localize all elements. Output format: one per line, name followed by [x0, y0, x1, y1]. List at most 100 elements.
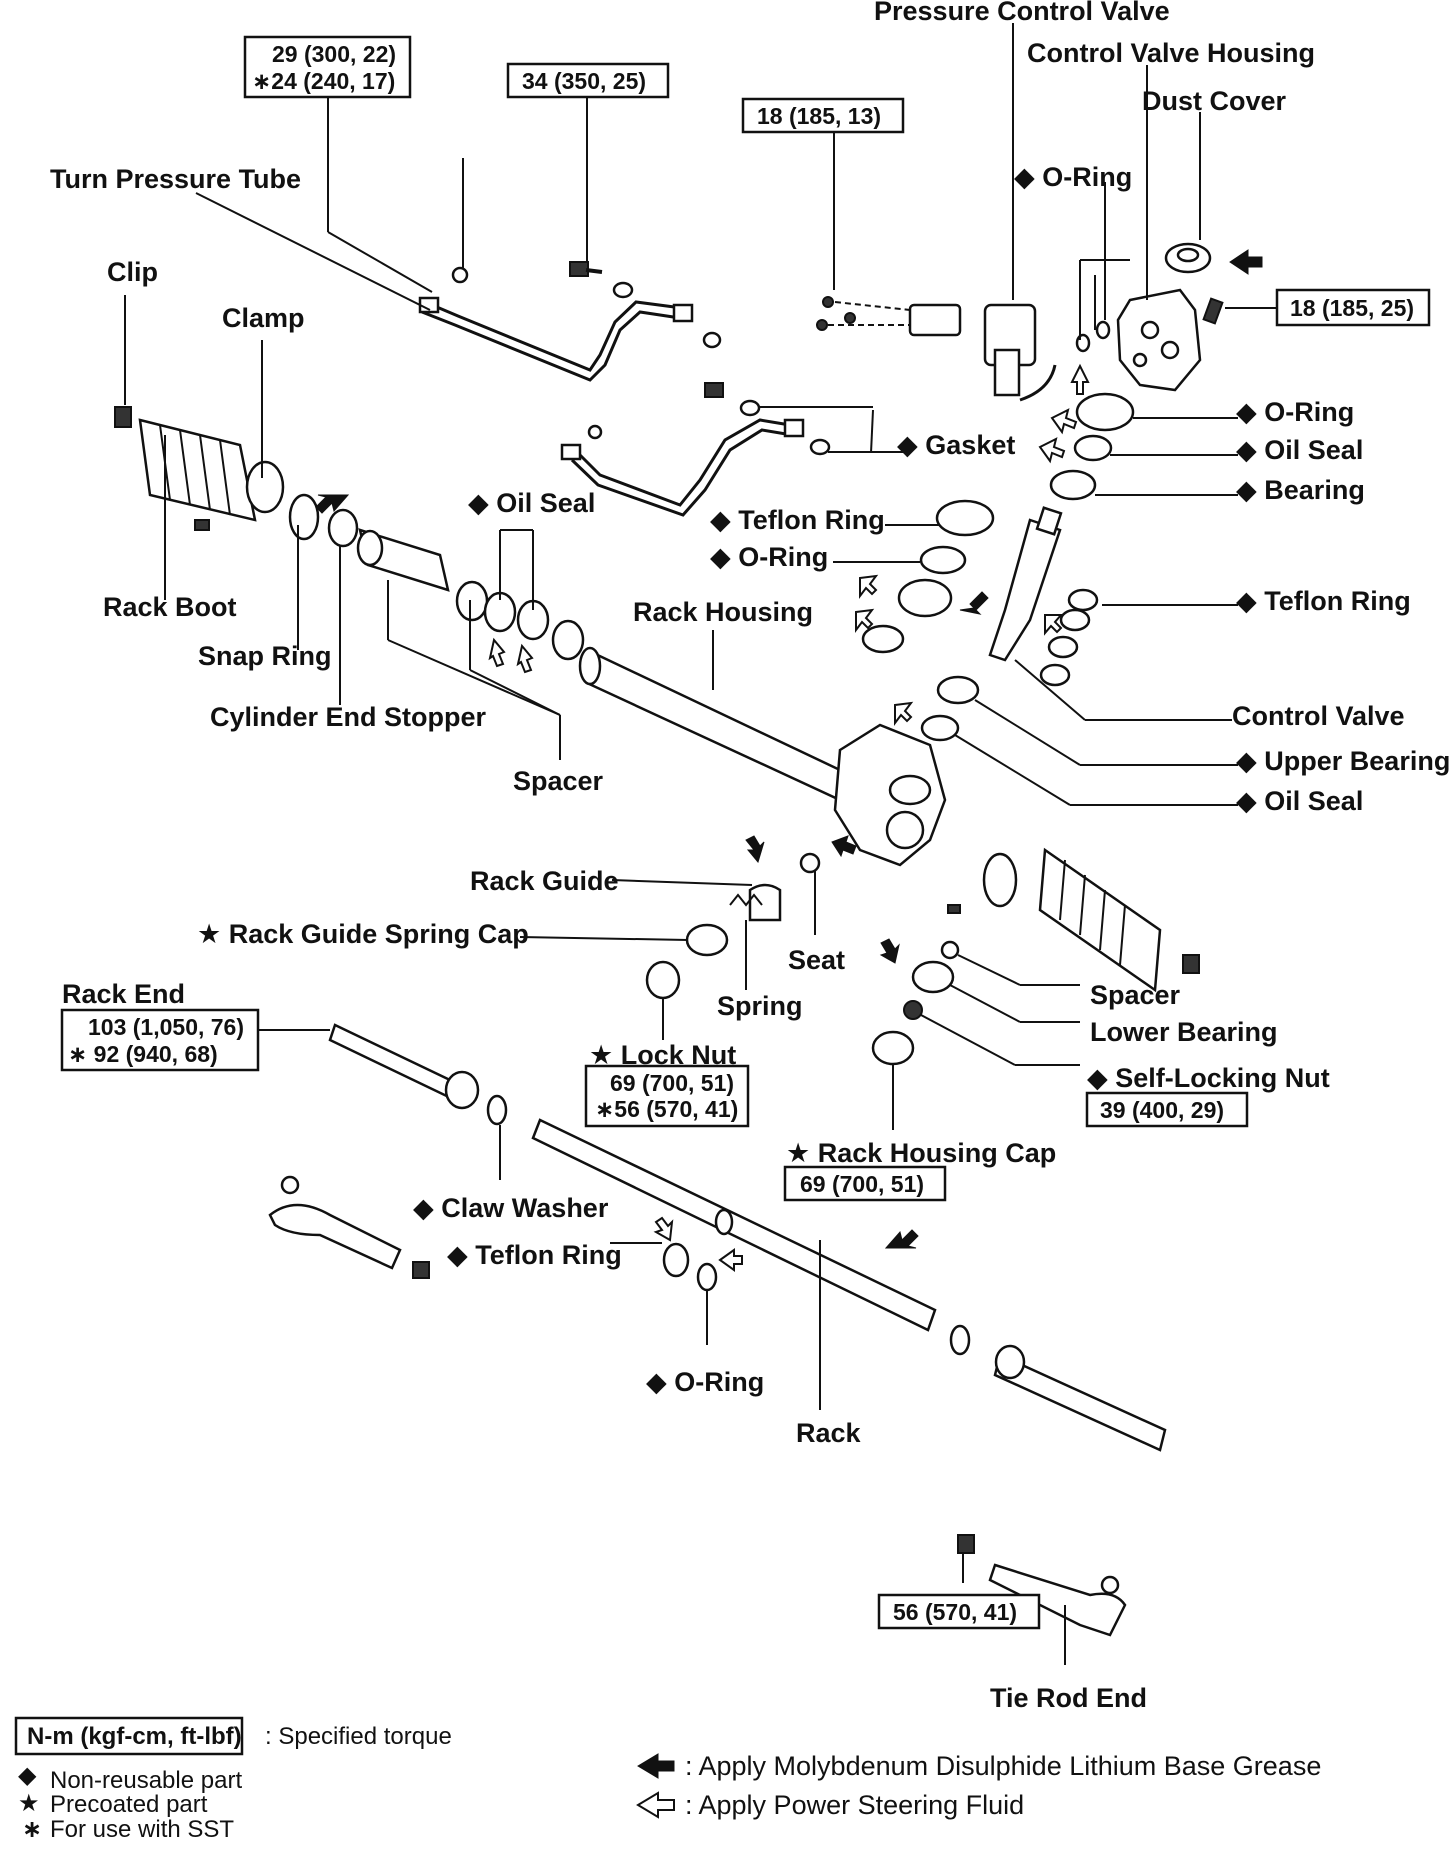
label-self-locking-nut: ◆ Self-Locking Nut [1087, 1063, 1330, 1093]
label-spring: Spring [717, 991, 803, 1021]
label-cylinder-end-stopper: Cylinder End Stopper [210, 702, 487, 732]
label-seat: Seat [788, 945, 845, 975]
label-upper-bearing: ◆ Upper Bearing [1236, 746, 1450, 776]
label-oil-seal-left: ◆ Oil Seal [468, 488, 595, 518]
label-rack-housing: Rack Housing [633, 597, 813, 627]
label-turn-pressure-tube: Turn Pressure Tube [50, 164, 301, 194]
grease-arrow-icon [637, 1753, 675, 1779]
label-o-ring-top: ◆ O-Ring [1014, 162, 1132, 192]
teflon-ring-lower-part [662, 1242, 690, 1278]
snap-ring-part [288, 493, 320, 541]
svg-text:∗: ∗ [22, 1816, 42, 1843]
svg-text:18 (185, 13): 18 (185, 13) [757, 103, 881, 129]
label-clamp: Clamp [222, 303, 305, 333]
rack-part [531, 1118, 937, 1332]
label-rack-end: Rack End [62, 979, 185, 1009]
spring-part [729, 893, 763, 907]
legend-torque-units: N-m (kgf-cm, ft-lbf) [27, 1723, 242, 1750]
control-valve-part [988, 518, 1062, 662]
fluid-arrow-icon [636, 1791, 675, 1819]
label-teflon-ring-center: ◆ Teflon Ring [710, 505, 885, 535]
lower-bearing-part [911, 960, 955, 994]
label-rack-housing-cap: ★ Rack Housing Cap [786, 1138, 1056, 1168]
label-gasket: ◆ Gasket [897, 430, 1015, 460]
legend-fluid: : Apply Power Steering Fluid [685, 1790, 1024, 1820]
union-bolt [569, 261, 589, 277]
svg-text:69 (700, 51): 69 (700, 51) [800, 1171, 924, 1197]
torque-box-rack-housing-cap: 69 (700, 51) [783, 1165, 947, 1202]
label-pressure-control-valve: Pressure Control Valve [874, 0, 1170, 26]
label-teflon-ring-right: ◆ Teflon Ring [1236, 586, 1411, 616]
clip-part [114, 406, 132, 428]
label-spacer-left: Spacer [513, 766, 604, 796]
lock-nut-part [645, 960, 681, 1000]
label-clip: Clip [107, 257, 158, 287]
rack-guide-part [748, 883, 782, 922]
o-ring-lower-part [696, 1262, 718, 1292]
rack-housing-cap-part [871, 1030, 915, 1066]
upper-bearing-part [936, 675, 980, 705]
label-teflon-ring-lower: ◆ Teflon Ring [447, 1240, 622, 1270]
oil-seal-part [1073, 434, 1113, 462]
svg-text:29 (300, 22): 29 (300, 22) [272, 41, 396, 67]
spring-cap-part [685, 923, 729, 957]
torque-box-union-bolt: 34 (350, 25) [506, 62, 670, 99]
svg-text:18 (185, 25): 18 (185, 25) [1290, 295, 1414, 321]
legend-specified-torque: : Specified torque [265, 1723, 452, 1750]
turn-pressure-tube [421, 310, 681, 382]
tube-fitting-right [672, 303, 694, 323]
svg-text:◆: ◆ [18, 1762, 37, 1789]
label-dust-cover: Dust Cover [1142, 86, 1287, 116]
grease-arrows [315, 249, 1263, 1249]
torque-box-housing-bolt: 18 (185, 25) [1275, 288, 1431, 327]
svg-text:39 (400, 29): 39 (400, 29) [1100, 1097, 1224, 1123]
label-tie-rod-end: Tie Rod End [990, 1683, 1147, 1713]
torque-box-turn-tube: 29 (300, 22) ∗24 (240, 17) [243, 35, 412, 99]
cylinder-end-stopper-part [327, 508, 359, 548]
svg-text:69 (700, 51): 69 (700, 51) [610, 1070, 734, 1096]
label-control-valve: Control Valve [1232, 701, 1405, 731]
torque-box-lock-nut: 69 (700, 51) ∗56 (570, 41) [584, 1064, 750, 1128]
svg-text:103 (1,050, 76): 103 (1,050, 76) [88, 1014, 244, 1040]
label-oil-seal-right: ◆ Oil Seal [1236, 435, 1363, 465]
legend-precoated: Precoated part [50, 1791, 208, 1818]
label-snap-ring: Snap Ring [198, 641, 332, 671]
label-bearing: ◆ Bearing [1236, 475, 1365, 505]
pressure-tube [573, 418, 791, 507]
bearing-part [1049, 469, 1097, 501]
legend-non-reusable: Non-reusable part [50, 1767, 242, 1794]
label-o-ring-center: ◆ O-Ring [710, 542, 828, 572]
label-oil-seal-lower: ◆ Oil Seal [1236, 786, 1363, 816]
svg-text:34 (350, 25): 34 (350, 25) [522, 68, 646, 94]
tie-rod-end-part [988, 1563, 1127, 1637]
svg-text:★: ★ [18, 1790, 40, 1817]
control-valve-housing [1116, 288, 1202, 392]
torque-box-self-locking-nut: 39 (400, 29) [1085, 1091, 1249, 1128]
label-rack-boot: Rack Boot [103, 592, 237, 622]
rack-boot-part [138, 418, 257, 522]
legend-grease: : Apply Molybdenum Disulphide Lithium Ba… [685, 1751, 1321, 1781]
torque-box-rack-end: 103 (1,050, 76) ∗ 92 (940, 68) [60, 1008, 260, 1072]
legend: N-m (kgf-cm, ft-lbf) : Specified torque … [14, 1716, 1321, 1843]
claw-washer-part [486, 1094, 508, 1126]
svg-text:∗ 92 (940, 68): ∗ 92 (940, 68) [68, 1041, 218, 1067]
label-rack-guide: Rack Guide [470, 866, 619, 896]
oil-seal-lower-part [920, 714, 960, 742]
torque-box-pcv-bolt: 18 (185, 13) [741, 97, 905, 134]
label-claw-washer: ◆ Claw Washer [413, 1193, 609, 1223]
svg-text:∗56 (570, 41): ∗56 (570, 41) [595, 1096, 738, 1122]
label-o-ring-right: ◆ O-Ring [1236, 397, 1354, 427]
rack-end-part [328, 1023, 457, 1103]
label-o-ring-lower: ◆ O-Ring [646, 1367, 764, 1397]
clamp-part [245, 460, 285, 514]
legend-sst: For use with SST [50, 1816, 234, 1843]
svg-text:∗24 (240, 17): ∗24 (240, 17) [252, 68, 395, 94]
svg-text:56 (570, 41): 56 (570, 41) [893, 1599, 1017, 1625]
label-lower-bearing: Lower Bearing [1090, 1017, 1278, 1047]
label-rack-guide-spring-cap: ★ Rack Guide Spring Cap [197, 919, 529, 949]
label-spacer-right: Spacer [1090, 980, 1181, 1010]
o-ring-part [1075, 392, 1135, 432]
seat-part [799, 852, 821, 874]
